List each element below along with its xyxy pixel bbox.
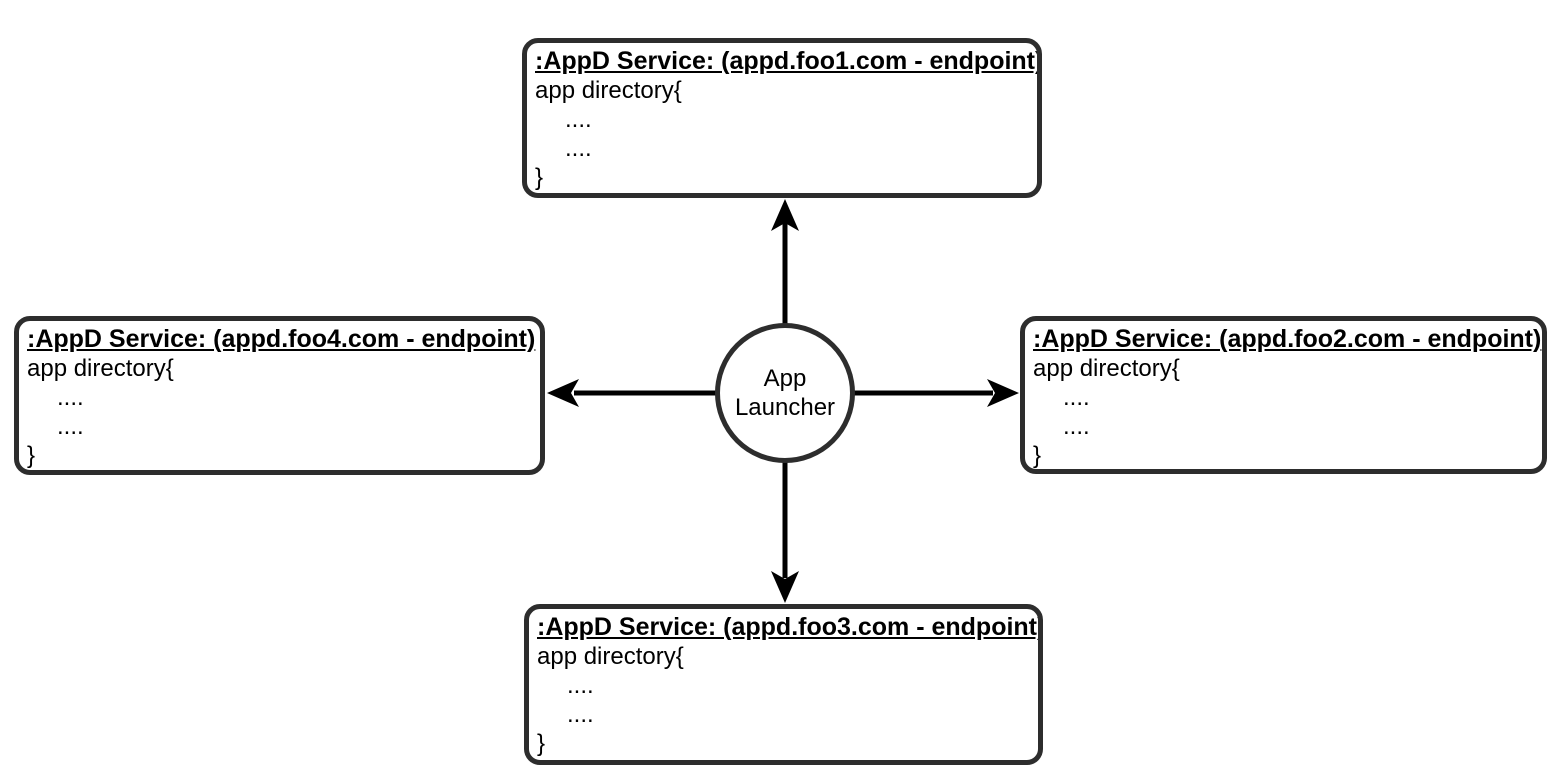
app-launcher-node: App Launcher — [715, 323, 855, 463]
service-box-foo4: :AppD Service: (appd.foo4.com - endpoint… — [14, 316, 545, 475]
service-body-line: } — [1033, 442, 1042, 469]
service-box-foo2: :AppD Service: (appd.foo2.com - endpoint… — [1020, 316, 1547, 474]
service-body-line: app directory{ — [537, 643, 684, 670]
service-box-foo1: :AppD Service: (appd.foo1.com - endpoint… — [522, 38, 1042, 198]
service-title: :AppD Service: (appd.foo1.com - endpoint… — [535, 47, 1042, 75]
service-title: :AppD Service: (appd.foo4.com - endpoint… — [27, 325, 536, 353]
service-body-line: .... — [567, 701, 594, 728]
service-body-line: } — [537, 730, 546, 757]
service-body-line: } — [27, 442, 36, 469]
service-body-line: .... — [565, 135, 592, 162]
service-body-line: app directory{ — [1033, 355, 1180, 382]
service-body-line: } — [535, 164, 544, 191]
service-body-line: .... — [57, 384, 84, 411]
arrow-launcher-to-foo4 — [547, 379, 720, 407]
service-body-line: .... — [1063, 413, 1090, 440]
service-body-line: app directory{ — [535, 77, 682, 104]
app-launcher-label-line1: App — [763, 365, 807, 392]
service-box-foo3: :AppD Service: (appd.foo3.com - endpoint… — [524, 604, 1043, 765]
app-launcher-label-line2: Launcher — [734, 394, 836, 421]
service-body-line: .... — [567, 672, 594, 699]
arrow-launcher-to-foo2 — [850, 379, 1019, 407]
arrow-launcher-to-foo1 — [771, 199, 799, 330]
service-title: :AppD Service: (appd.foo3.com - endpoint… — [537, 613, 1043, 641]
service-title: :AppD Service: (appd.foo2.com - endpoint… — [1033, 325, 1542, 353]
service-body-line: .... — [565, 106, 592, 133]
arrow-launcher-to-foo3 — [771, 456, 799, 603]
service-body-line: .... — [57, 413, 84, 440]
service-body-line: .... — [1063, 384, 1090, 411]
service-body-line: app directory{ — [27, 355, 174, 382]
